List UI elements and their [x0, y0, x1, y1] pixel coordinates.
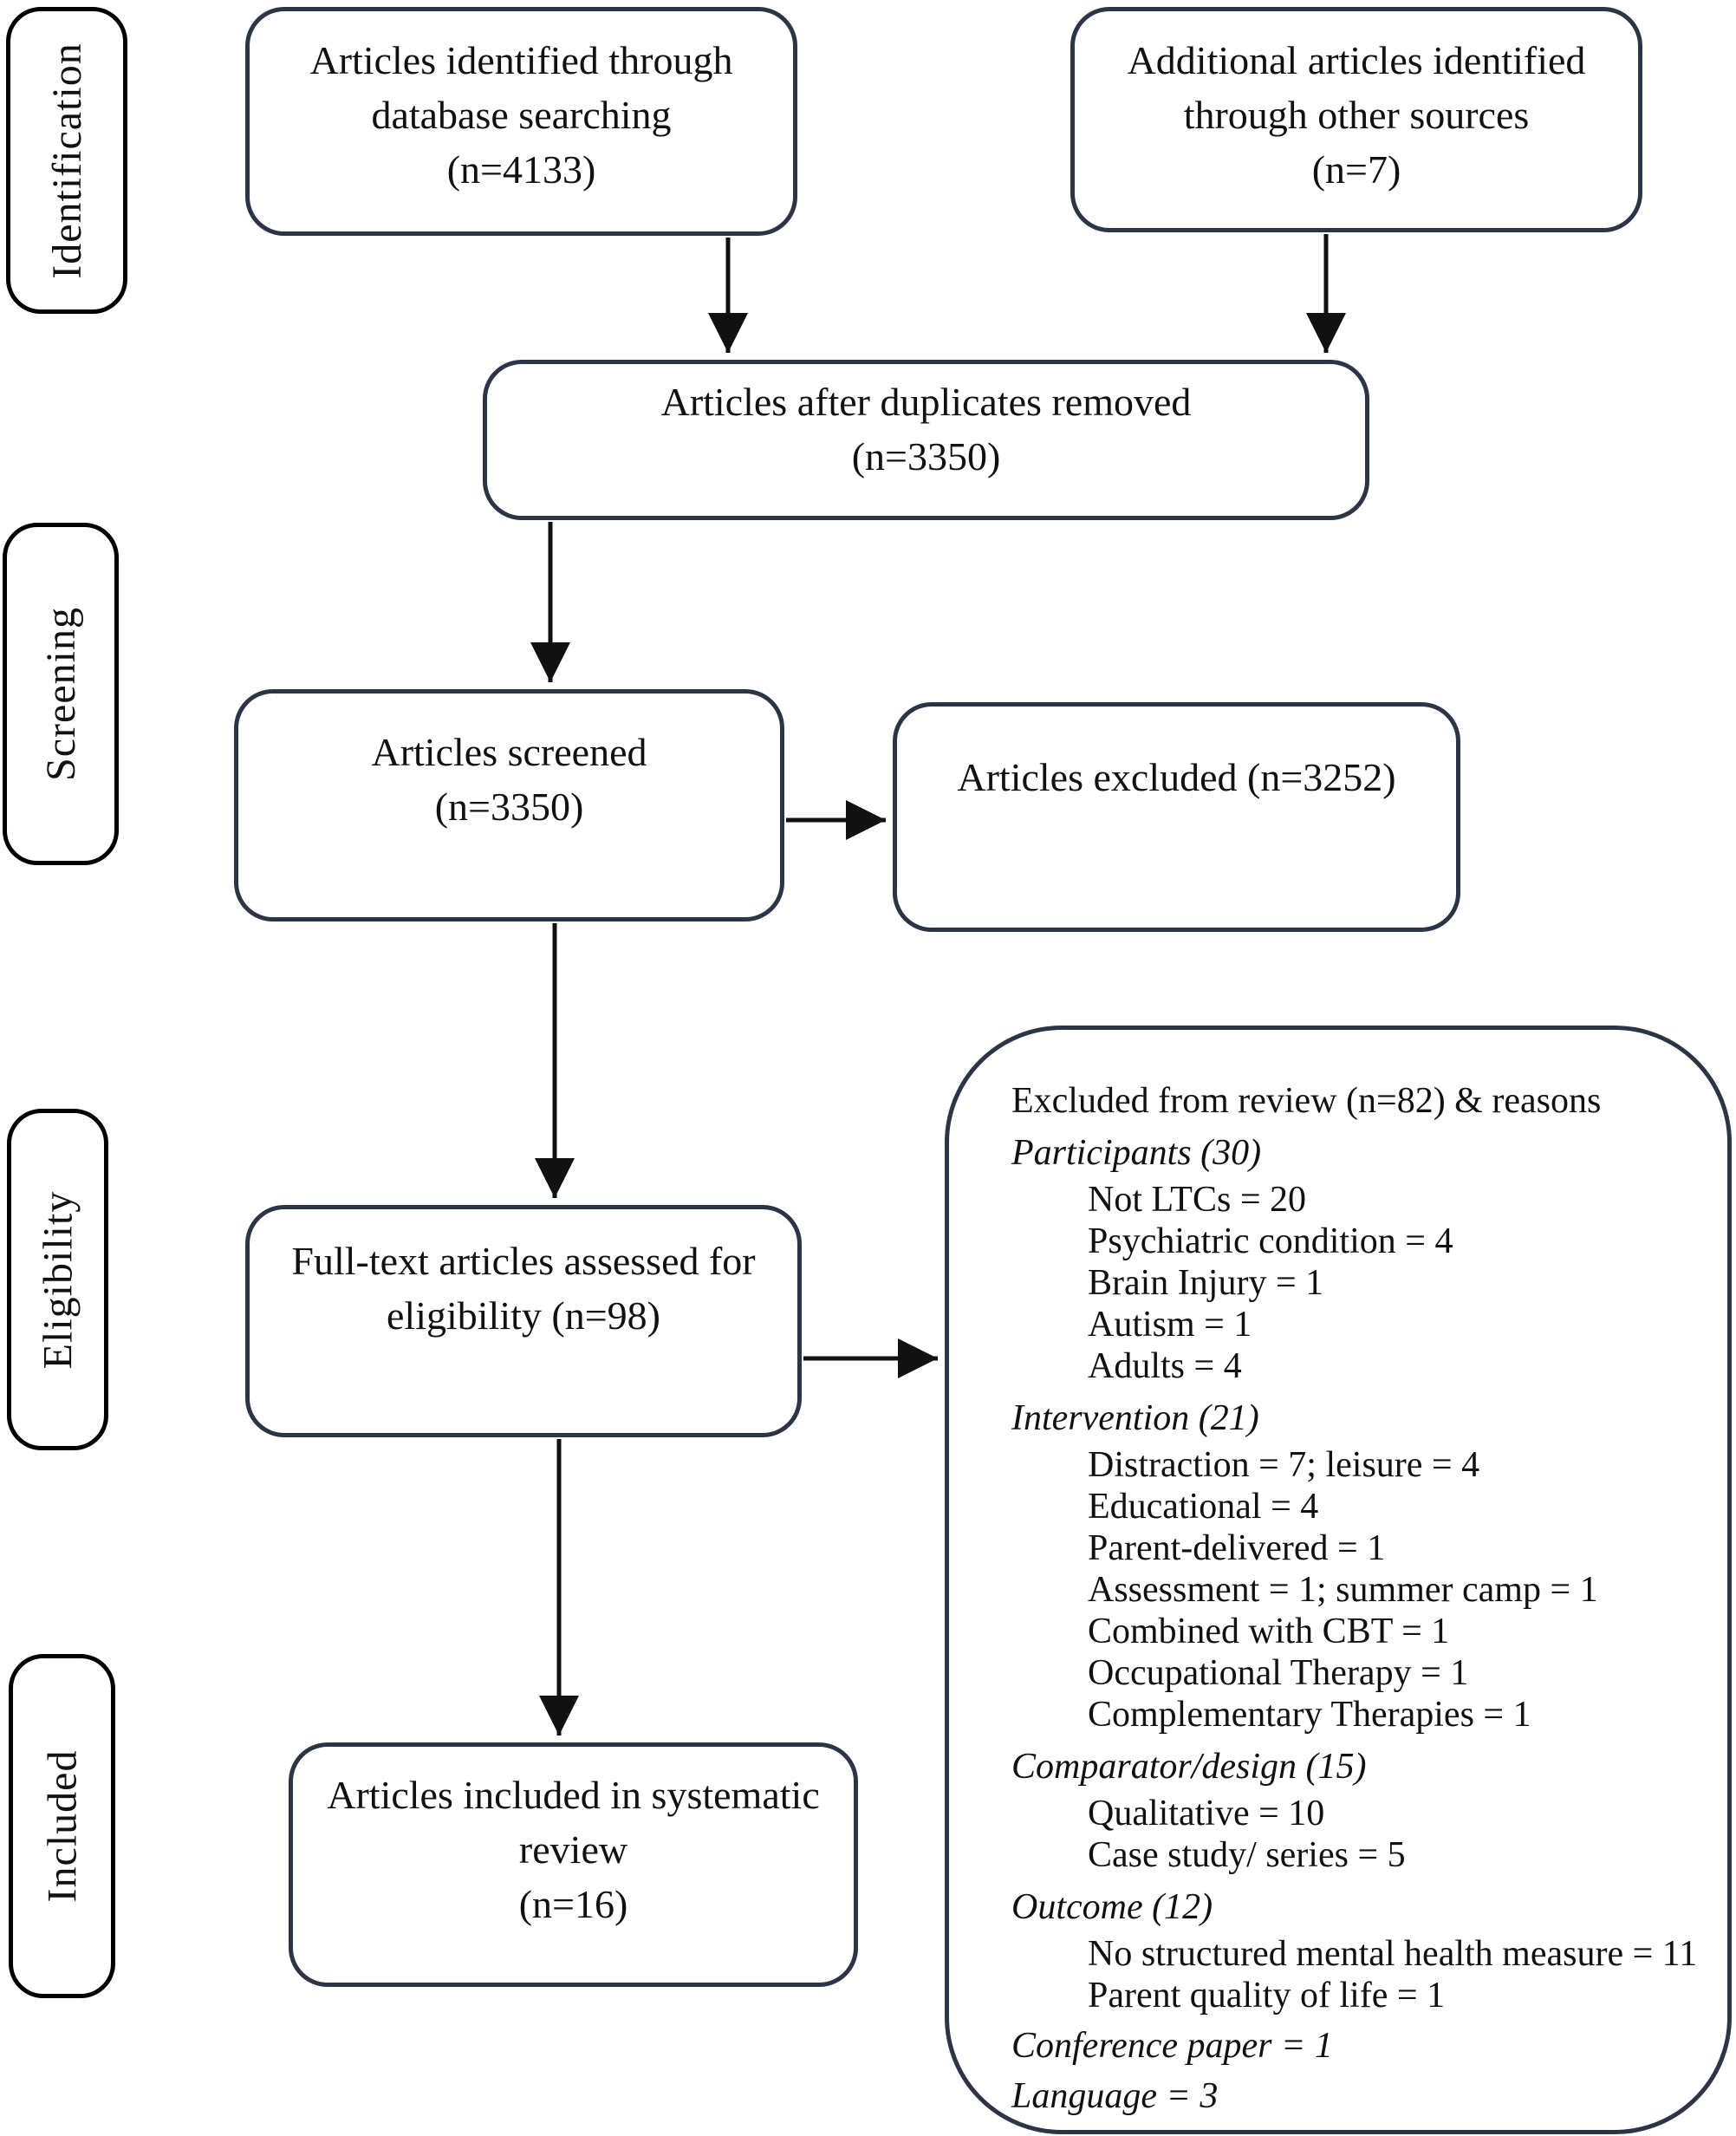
box-other-sources-line: through other sources	[1183, 93, 1530, 137]
box-other-sources-line: Additional articles identified	[1127, 38, 1586, 82]
stage-included-label: Included	[39, 1749, 85, 1903]
exclusion-reason-line: Complementary Therapies = 1	[1088, 1695, 1531, 1735]
stage-screening: Screening	[3, 523, 119, 865]
box-full-text-line: eligibility (n=98)	[387, 1293, 660, 1338]
exclusion-reason-line: Case study/ series = 5	[1088, 1835, 1406, 1875]
stage-identification-label: Identification	[43, 42, 90, 279]
box-duplicates-removed-line: Articles after duplicates removed	[660, 380, 1192, 424]
box-screened-line: Articles screened	[371, 730, 647, 774]
box-full-text-line: Full-text articles assessed for	[291, 1239, 756, 1283]
box-included-review-line: Articles included in systematic	[327, 1773, 820, 1817]
stage-identification: Identification	[6, 7, 127, 314]
exclusion-reason-line: Conference paper = 1	[1011, 2026, 1333, 2066]
exclusion-reason-line: Comparator/design (15)	[1011, 1747, 1367, 1787]
box-database-search-line: (n=4133)	[446, 147, 596, 192]
exclusion-reason-line: Excluded from review (n=82) & reasons	[1011, 1081, 1602, 1121]
exclusion-reason-line: Not LTCs = 20	[1088, 1180, 1306, 1220]
box-included-review-line: review	[518, 1827, 628, 1872]
exclusion-reason-line: Autism = 1	[1088, 1305, 1252, 1345]
exclusion-reason-line: Intervention (21)	[1011, 1398, 1259, 1438]
exclusion-reason-line: Psychiatric condition = 4	[1088, 1221, 1453, 1261]
exclusion-reason-line: Brain Injury = 1	[1088, 1263, 1324, 1303]
exclusion-reason-line: Parent quality of life = 1	[1088, 1976, 1446, 2016]
box-duplicates-removed-line: (n=3350)	[851, 434, 1001, 479]
box-included-review: Articles included in systematic review (…	[289, 1742, 858, 1987]
box-other-sources-line: (n=7)	[1311, 147, 1401, 192]
stage-screening-label: Screening	[37, 607, 84, 781]
exclusion-reason-line: Occupational Therapy = 1	[1088, 1653, 1469, 1693]
exclusion-reason-line: Qualitative = 10	[1088, 1794, 1325, 1833]
exclusion-reason-line: Educational = 4	[1088, 1487, 1319, 1527]
box-duplicates-removed: Articles after duplicates removed (n=335…	[483, 360, 1369, 520]
box-screened-line: (n=3350)	[434, 785, 584, 829]
exclusion-reason-line: Language = 3	[1011, 2076, 1219, 2116]
exclusion-reason-line: No structured mental health measure = 11	[1088, 1934, 1698, 1974]
exclusion-reason-line: Participants (30)	[1011, 1133, 1262, 1173]
exclusion-reason-line: Distraction = 7; leisure = 4	[1088, 1445, 1480, 1485]
stage-included: Included	[9, 1654, 115, 1998]
box-excluded-screening: Articles excluded (n=3252)	[893, 702, 1460, 932]
stage-eligibility: Eligibility	[7, 1109, 108, 1450]
box-database-search-line: Articles identified through	[309, 38, 733, 82]
stage-eligibility-label: Eligibility	[35, 1190, 81, 1369]
box-full-text: Full-text articles assessed for eligibil…	[245, 1205, 802, 1437]
exclusion-reason-line: Adults = 4	[1088, 1346, 1242, 1386]
box-other-sources: Additional articles identified through o…	[1070, 7, 1642, 232]
exclusion-reason-line: Combined with CBT = 1	[1088, 1612, 1450, 1651]
box-screened: Articles screened (n=3350)	[234, 689, 784, 921]
box-database-search-line: database searching	[371, 93, 672, 137]
box-database-search: Articles identified through database sea…	[245, 7, 797, 236]
box-excluded-screening-line: Articles excluded (n=3252)	[957, 755, 1396, 799]
box-included-review-line: (n=16)	[518, 1882, 628, 1926]
exclusion-reason-line: Assessment = 1; summer camp = 1	[1088, 1570, 1598, 1610]
exclusion-reason-line: Outcome (12)	[1011, 1887, 1213, 1927]
exclusion-reason-line: Parent-delivered = 1	[1088, 1528, 1386, 1568]
